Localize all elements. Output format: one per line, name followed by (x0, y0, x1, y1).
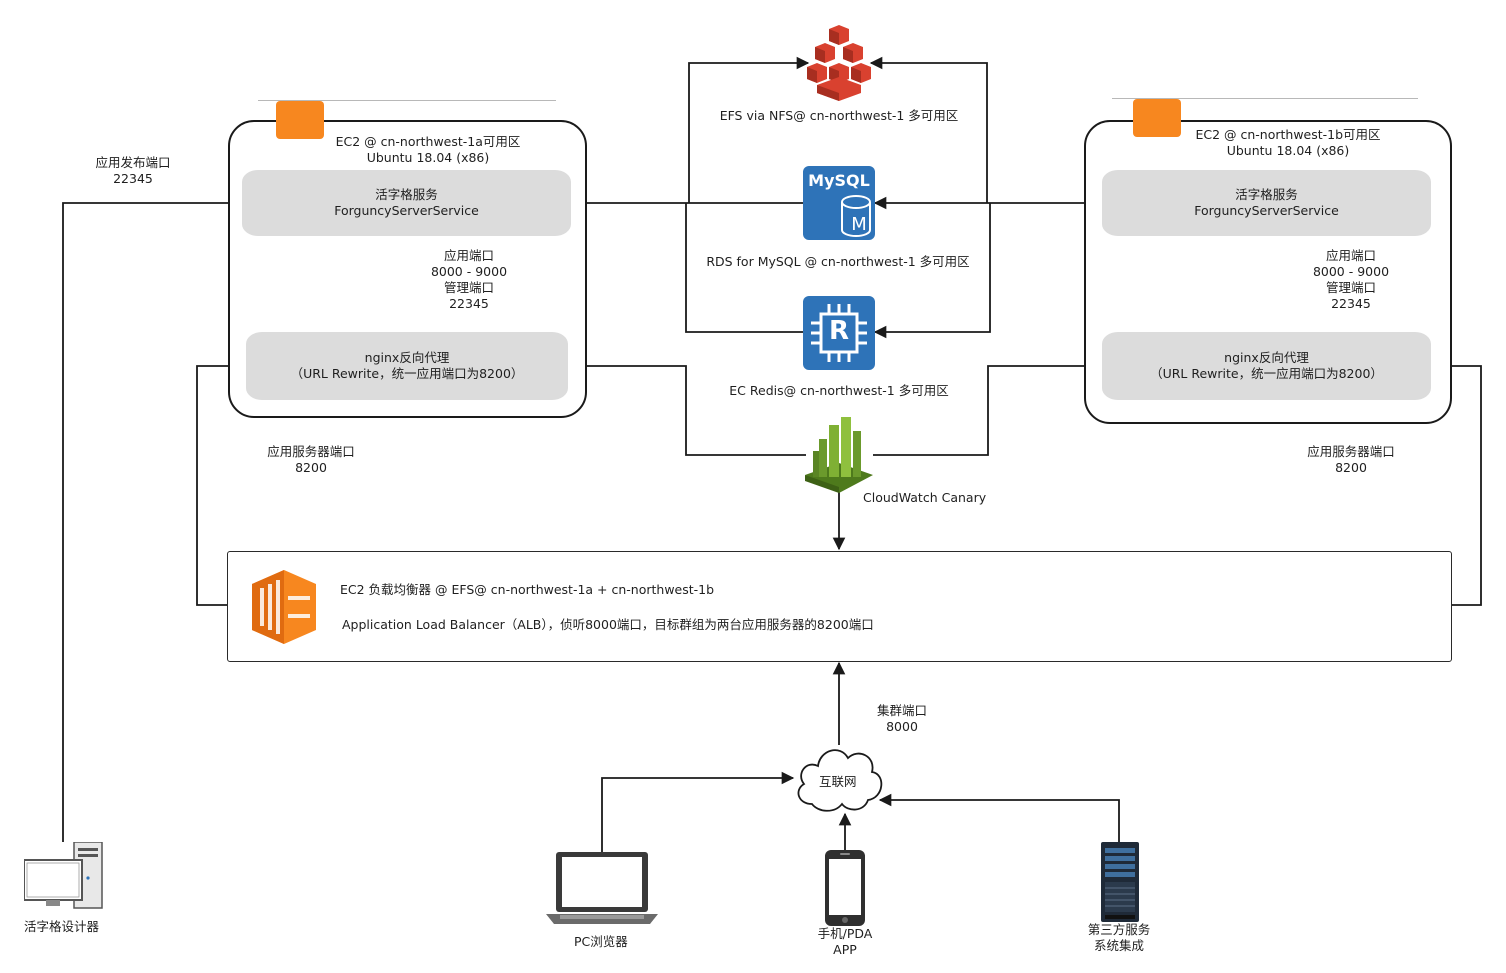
ec2-b-admin-title: 管理端口 (1325, 280, 1376, 295)
cluster-port-label: 集群端口 8000 (862, 703, 942, 735)
ec2-a-admin-title: 管理端口 (443, 280, 494, 295)
designer-publish-connector (62, 196, 243, 842)
ec2-a-service-name: 活字格服务 (375, 187, 438, 202)
mobile-label: 手机/PDA APP (805, 926, 885, 958)
ec2-b-top-line (1112, 98, 1418, 99)
ec2-b-ports: 应用端口 8000 - 9000 管理端口 22345 (1301, 248, 1401, 312)
alb-to-right-nginx (1430, 359, 1482, 606)
ec2-b-nginx-desc: （URL Rewrite，统一应用端口为8200） (1150, 366, 1383, 381)
ec2-a-service-id: ForguncyServerService (334, 203, 479, 218)
alb-line1: EC2 负载均衡器 @ EFS@ cn-northwest-1a + cn-no… (340, 582, 715, 597)
ec2-b-nginx-title: nginx反向代理 (1224, 350, 1309, 365)
thirdparty-to-internet (878, 793, 1120, 842)
ec2-a-ports-title: 应用端口 (443, 248, 494, 263)
third-party-line1: 第三方服务 (1087, 922, 1151, 937)
ec2-a-os: Ubuntu 18.04 (x86) (366, 150, 490, 165)
mobile-phone-icon (825, 850, 865, 926)
ec2-a-top-line (258, 100, 556, 101)
ec2-b-service-name: 活字格服务 (1235, 187, 1298, 202)
ec2-a-nginx-proxy: nginx反向代理 （URL Rewrite，统一应用端口为8200） (246, 332, 568, 400)
app-server-port-left-value: 8200 (295, 460, 327, 475)
alb-container: EC2 负载均衡器 @ EFS@ cn-northwest-1a + cn-no… (227, 551, 1452, 662)
alb-line2: Application Load Balancer（ALB），侦听8000端口，… (342, 617, 874, 632)
mysql-badge: M (851, 214, 867, 235)
efs-label: EFS via NFS@ cn-northwest-1 多可用区 (719, 108, 959, 123)
app-server-port-right-value: 8200 (1335, 460, 1367, 475)
redis-chip-icon (811, 304, 867, 362)
ec2-a-title: EC2 @ cn-northwest-1a可用区 (335, 134, 521, 149)
designer-workstation-icon (24, 842, 103, 909)
redis-icon: R (803, 296, 875, 370)
elb-icon (252, 570, 316, 644)
right-to-efs (869, 56, 988, 203)
publish-port-title: 应用发布端口 (95, 155, 171, 170)
cluster-port-title: 集群端口 (876, 703, 927, 718)
mysql-logo-text: MySQL (808, 171, 870, 190)
right-to-redis (873, 203, 991, 339)
internet-cloud-icon (797, 749, 883, 812)
ec2-b-ports-title: 应用端口 (1325, 248, 1376, 263)
redis-label: EC Redis@ cn-northwest-1 多可用区 (729, 383, 949, 398)
cloudwatch-to-right-nginx (873, 359, 1102, 456)
app-server-port-right: 应用服务器端口 8200 (1296, 444, 1406, 476)
mobile-line1: 手机/PDA (817, 926, 873, 941)
ec2-a-ports-range: 8000 - 9000 (430, 264, 508, 279)
ec2-a-admin-port: 22345 (449, 296, 489, 311)
third-party-line2: 系统集成 (1093, 938, 1144, 953)
ec2-a-header: EC2 @ cn-northwest-1a可用区 Ubuntu 18.04 (x… (290, 134, 566, 166)
third-party-label: 第三方服务 系统集成 (1074, 922, 1164, 954)
mysql-db-cylinder-icon (841, 195, 871, 237)
ec2-b-aws-tag-icon (1133, 99, 1181, 137)
mobile-line2: APP (833, 942, 857, 957)
ec2-b-os: Ubuntu 18.04 (x86) (1226, 143, 1350, 158)
alb-to-left-nginx (196, 359, 248, 606)
app-server-port-left: 应用服务器端口 8200 (256, 444, 366, 476)
left-to-efs (688, 56, 810, 203)
internet-label: 互联网 (819, 774, 857, 789)
ec2-a-forguncy-service: 活字格服务 ForguncyServerService (242, 170, 571, 236)
rds-label: RDS for MySQL @ cn-northwest-1 多可用区 (706, 254, 970, 269)
ec2-a-ports: 应用端口 8000 - 9000 管理端口 22345 (419, 248, 519, 312)
pc-browser-label: PC浏览器 (574, 934, 628, 949)
third-party-server-icon (1101, 842, 1139, 922)
redis-logo-text: R (828, 316, 850, 346)
left-to-redis (685, 203, 818, 339)
app-server-port-left-title: 应用服务器端口 (267, 444, 355, 459)
pc-to-internet (601, 771, 795, 852)
cloudwatch-to-left-nginx (567, 359, 806, 456)
ec2-a-aws-tag-icon (276, 101, 324, 139)
ec2-a-nginx-title: nginx反向代理 (364, 350, 450, 365)
ec2-b-ports-range: 8000 - 9000 (1312, 264, 1390, 279)
app-server-port-right-title: 应用服务器端口 (1307, 444, 1395, 459)
pc-laptop-icon (546, 852, 658, 924)
ec2-b-header: EC2 @ cn-northwest-1b可用区 Ubuntu 18.04 (x… (1150, 127, 1426, 159)
publish-port-value: 22345 (113, 171, 153, 186)
cloudwatch-label: CloudWatch Canary (863, 490, 987, 505)
ec2-b-nginx-proxy: nginx反向代理 （URL Rewrite，统一应用端口为8200） (1102, 332, 1431, 400)
ec2-b-service-id: ForguncyServerService (1194, 203, 1339, 218)
cloudwatch-icon (805, 417, 873, 493)
publish-port-label: 应用发布端口 22345 (83, 155, 183, 187)
ec2-b-forguncy-service: 活字格服务 ForguncyServerService (1102, 170, 1431, 236)
efs-icon (807, 25, 871, 101)
cluster-port-value: 8000 (886, 719, 918, 734)
ec2-b-admin-port: 22345 (1331, 296, 1371, 311)
designer-label: 活字格设计器 (24, 919, 100, 934)
ec2-a-nginx-desc: （URL Rewrite，统一应用端口为8200） (290, 366, 524, 381)
ec2-b-title: EC2 @ cn-northwest-1b可用区 (1195, 127, 1381, 142)
mysql-rds-icon: MySQL M (803, 166, 875, 240)
